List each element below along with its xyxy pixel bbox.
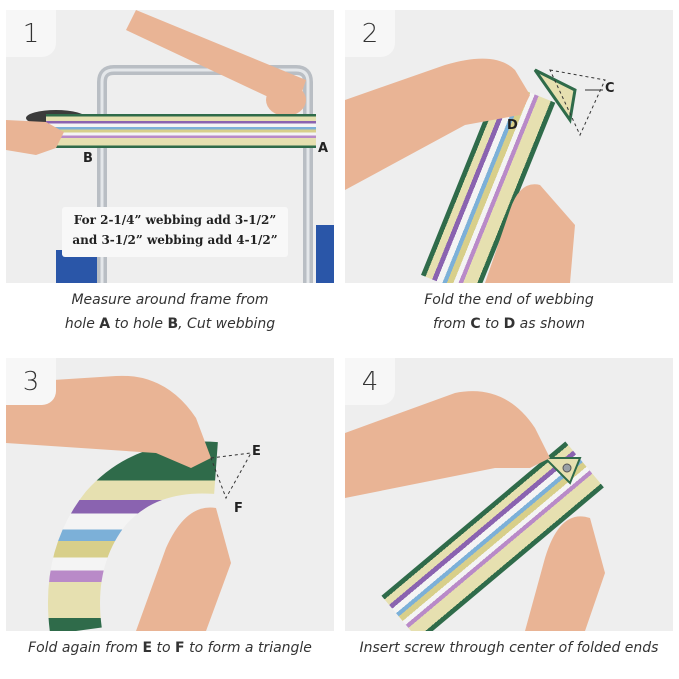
label-c: C — [605, 81, 615, 96]
label-b: B — [83, 151, 93, 166]
caption-line-1: Measure around frame from — [71, 292, 269, 308]
caption-line-2: from C to D as shown — [432, 316, 586, 332]
step-1-caption: Measure around frame from hole A to hole… — [6, 288, 334, 336]
step-1-illustration — [6, 10, 334, 283]
step-3-panel: 3 E F — [6, 358, 334, 631]
step-2-illustration — [345, 58, 606, 283]
step-4-illustration — [345, 391, 605, 631]
step-3-caption: Fold again from E to F to form a triangl… — [28, 640, 312, 656]
label-a: A — [318, 141, 329, 156]
webbing-length-note: For 2-1/4” webbing add 3-1/2” and 3-1/2”… — [62, 207, 288, 257]
step-1-panel: 1 A B For 2-1/4” webbing add 3-1/2” and … — [6, 10, 334, 283]
note-line-2: and 3-1/2” webbing add 4-1/2” — [72, 233, 278, 247]
caption-line-2: hole A to hole B, Cut webbing — [64, 316, 276, 332]
step-number: 4 — [345, 358, 395, 405]
label-f: F — [234, 501, 243, 516]
caption-line-1: Fold the end of webbing — [424, 292, 594, 308]
step-4-panel: 4 — [345, 358, 673, 631]
step-2-panel: 2 C D — [345, 10, 673, 283]
label-e: E — [252, 444, 261, 459]
step-number: 3 — [6, 358, 56, 405]
step-number: 2 — [345, 10, 395, 57]
step-3-illustration — [6, 375, 252, 631]
step-number: 1 — [6, 10, 56, 57]
note-line-1: For 2-1/4” webbing add 3-1/2” — [73, 213, 277, 227]
step-4-caption: Insert screw through center of folded en… — [359, 640, 659, 656]
screw-icon — [562, 463, 572, 473]
step-2-caption: Fold the end of webbing from C to D as s… — [345, 288, 673, 336]
label-d: D — [507, 118, 518, 133]
